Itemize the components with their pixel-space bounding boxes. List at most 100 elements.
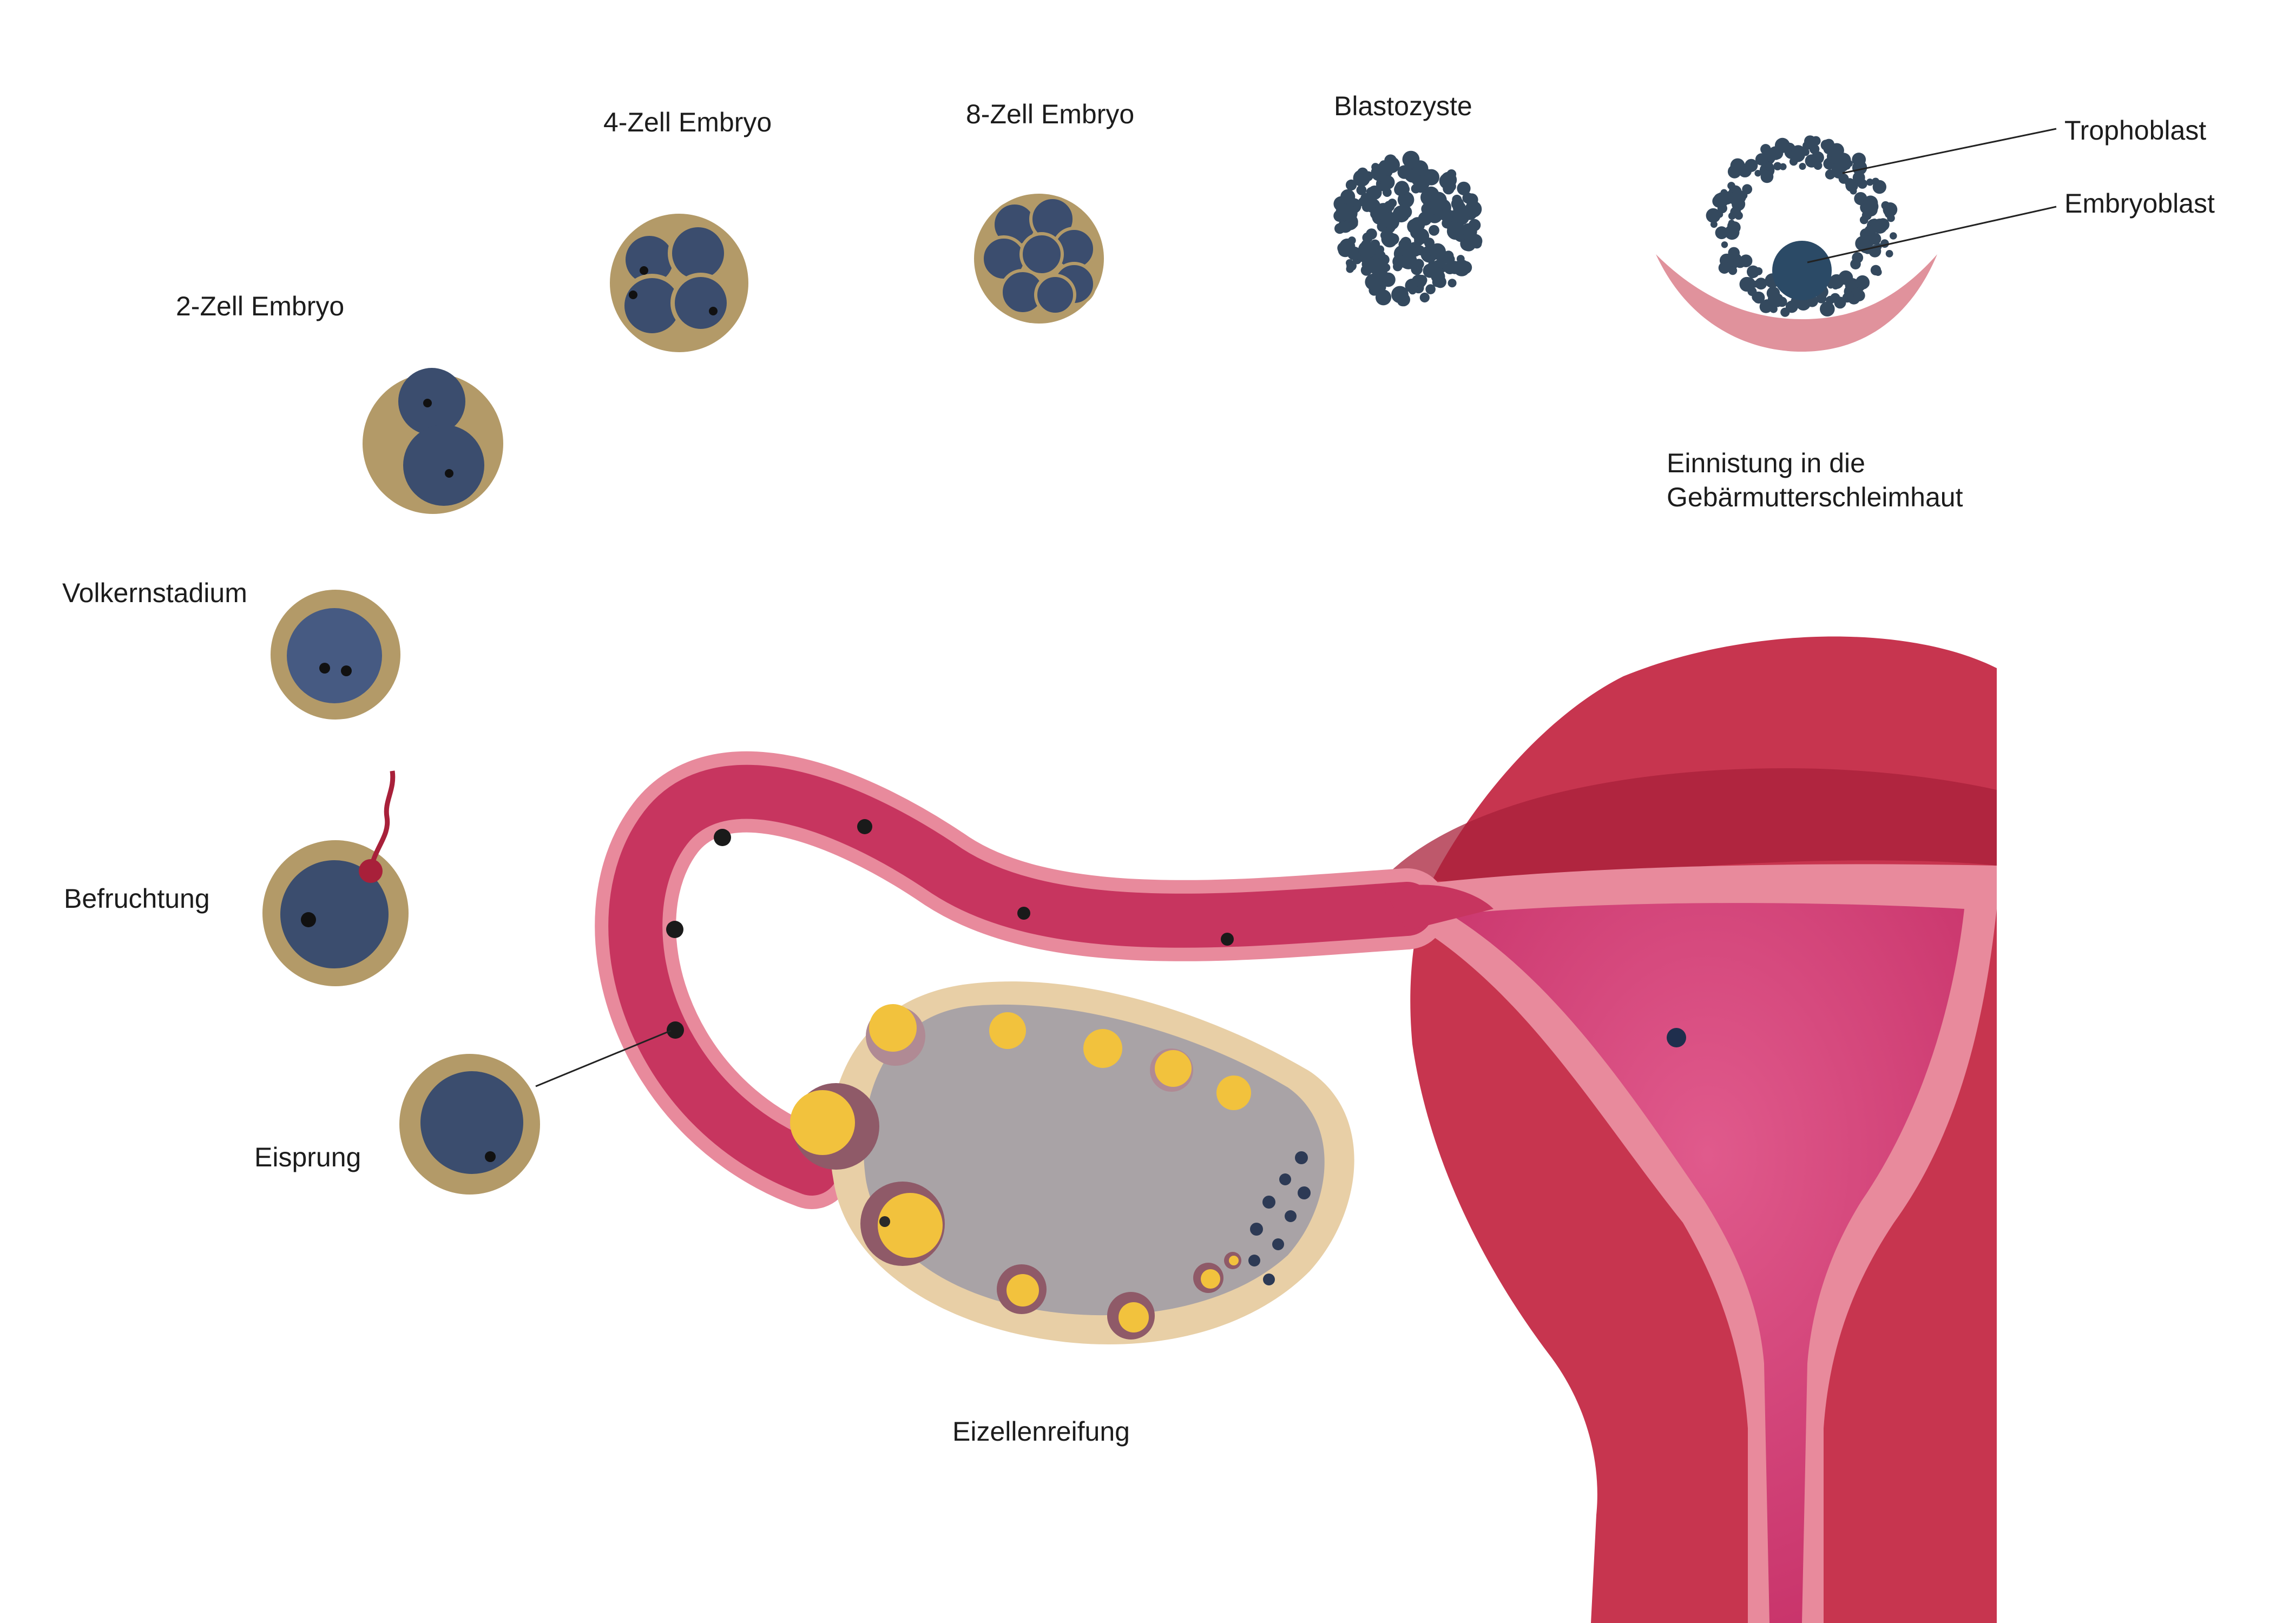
- blastocyst-cell: [1361, 240, 1372, 249]
- trophoblast-cell: [1872, 219, 1887, 234]
- blastocyst-cell: [1457, 181, 1471, 195]
- blastocyst-cell: [1414, 274, 1427, 287]
- ovary: [790, 981, 1354, 1344]
- trophoblast-cell: [1832, 282, 1839, 290]
- ovary-inner: [863, 1004, 1325, 1316]
- trophoblast-cell: [1813, 161, 1823, 170]
- trophoblast-cell: [1866, 179, 1874, 186]
- trophoblast-cell: [1728, 247, 1740, 259]
- trophoblast-cell: [1890, 232, 1897, 240]
- trophoblast-cell: [1752, 280, 1759, 288]
- trophoblast-cell: [1779, 163, 1787, 170]
- label-blastozyste: Blastozyste: [1334, 91, 1472, 121]
- blastocyst-cell: [1358, 197, 1367, 207]
- blastocyst-cell: [1381, 232, 1398, 248]
- implantation: [1656, 128, 2057, 352]
- label-4zell-embryo: 4-Zell Embryo: [603, 107, 772, 137]
- label-8zell-embryo: 8-Zell Embryo: [966, 99, 1135, 129]
- trophoblast-cell: [1850, 187, 1857, 195]
- blastocyst-cell: [1446, 169, 1457, 179]
- blastocyst-cell: [1407, 219, 1423, 234]
- trophoblast-leader: [1842, 128, 2057, 174]
- blastocyst-cell: [1379, 271, 1390, 282]
- blastocyst-cell: [1415, 175, 1430, 190]
- label-einnistung-line2: Gebärmutterschleimhaut: [1667, 481, 1963, 512]
- blastocyst-cell: [1429, 243, 1446, 260]
- blastocyst-cell: [1363, 171, 1373, 181]
- label-eisprung: Eisprung: [254, 1142, 361, 1172]
- blastocyst-cell: [1375, 289, 1392, 306]
- label-einnistung-line1: Einnistung in die: [1667, 448, 1865, 478]
- uterine-cavity: [1450, 903, 1964, 1623]
- trophoblast-cell: [1773, 162, 1782, 170]
- tube-inner-magenta: [608, 764, 1434, 1196]
- trophoblast-cell: [1785, 300, 1798, 313]
- trophoblast-cell: [1738, 163, 1752, 177]
- blastocyst-cell: [1378, 254, 1390, 266]
- trophoblast-cell: [1855, 236, 1871, 251]
- trophoblast-cell: [1755, 278, 1767, 290]
- trophoblast-cell: [1832, 166, 1845, 179]
- blastocyst: [1333, 150, 1483, 307]
- label-2zell-embryo: 2-Zell Embryo: [176, 291, 345, 321]
- trophoblast-cell: [1804, 135, 1816, 148]
- trophoblast-cell: [1790, 147, 1805, 162]
- uterus-fundus-dark: [1385, 768, 1997, 887]
- blastocyst-cell: [1346, 259, 1353, 267]
- blastocyst-cell: [1366, 228, 1377, 240]
- blastocyst-cell: [1347, 246, 1361, 260]
- trophoblast-cell: [1760, 170, 1774, 183]
- trophoblast-cell: [1739, 254, 1753, 268]
- trophoblast-cell: [1863, 195, 1878, 210]
- blastocyst-cell: [1350, 219, 1358, 228]
- trophoblast-cell: [1852, 258, 1859, 265]
- trophoblast-cell: [1855, 275, 1870, 290]
- blastocyst-cell: [1371, 164, 1387, 181]
- trophoblast-cell: [1853, 289, 1865, 301]
- label-eizellenreifung: Eizellenreifung: [952, 1416, 1130, 1447]
- blastocyst-cell: [1365, 273, 1381, 291]
- blastocyst-cell: [1448, 279, 1457, 288]
- trophoblast-cell: [1721, 241, 1728, 248]
- label-volkernstadium: Volkernstadium: [62, 578, 247, 608]
- trophoblast-cell: [1852, 153, 1866, 167]
- trophoblast-cell: [1728, 220, 1735, 227]
- trophoblast-cell: [1727, 164, 1741, 179]
- trophoblast-cell: [1720, 189, 1728, 196]
- tube-to-uterus-bridge: [1385, 885, 1494, 931]
- tube-dots: [666, 819, 1234, 1039]
- blastocyst-cell: [1340, 189, 1356, 204]
- trophoblast-cell: [1747, 265, 1760, 278]
- trophoblast-cell: [1765, 162, 1774, 171]
- trophoblast-cell: [1773, 293, 1784, 304]
- blastocyst-cell: [1407, 247, 1418, 258]
- trophoblast-cell: [1864, 225, 1875, 236]
- trophoblast-cell: [1881, 201, 1890, 210]
- blastocyst-cell: [1397, 165, 1411, 179]
- blastocyst-cell: [1397, 293, 1411, 307]
- trophoblast-cell: [1774, 137, 1790, 153]
- blastocyst-cell: [1456, 255, 1465, 263]
- implanting-embryo: [1667, 1028, 1686, 1047]
- trophoblast-cell: [1838, 270, 1853, 285]
- blastocyst-cell: [1334, 223, 1345, 234]
- trophoblast-cell: [1870, 265, 1881, 276]
- blastocyst-cell: [1444, 179, 1453, 188]
- blastocyst-cell: [1445, 254, 1455, 265]
- embryoblast-leader: [1807, 206, 2057, 263]
- cell-befruchtung: [262, 770, 409, 986]
- blastocyst-cell: [1444, 262, 1456, 274]
- blastocyst-cell: [1381, 263, 1391, 272]
- blastocyst-cell: [1430, 192, 1447, 208]
- trophoblast-cell: [1713, 193, 1727, 207]
- blastocyst-cell: [1342, 239, 1354, 250]
- trophoblast-cell: [1871, 177, 1880, 186]
- trophoblast-cell: [1799, 163, 1806, 170]
- trophoblast-cell: [1724, 197, 1732, 204]
- blastocyst-cell: [1400, 236, 1412, 248]
- blastocyst-cell: [1413, 259, 1424, 269]
- trophoblast-cell: [1845, 178, 1855, 188]
- blastocyst-cell: [1336, 203, 1353, 221]
